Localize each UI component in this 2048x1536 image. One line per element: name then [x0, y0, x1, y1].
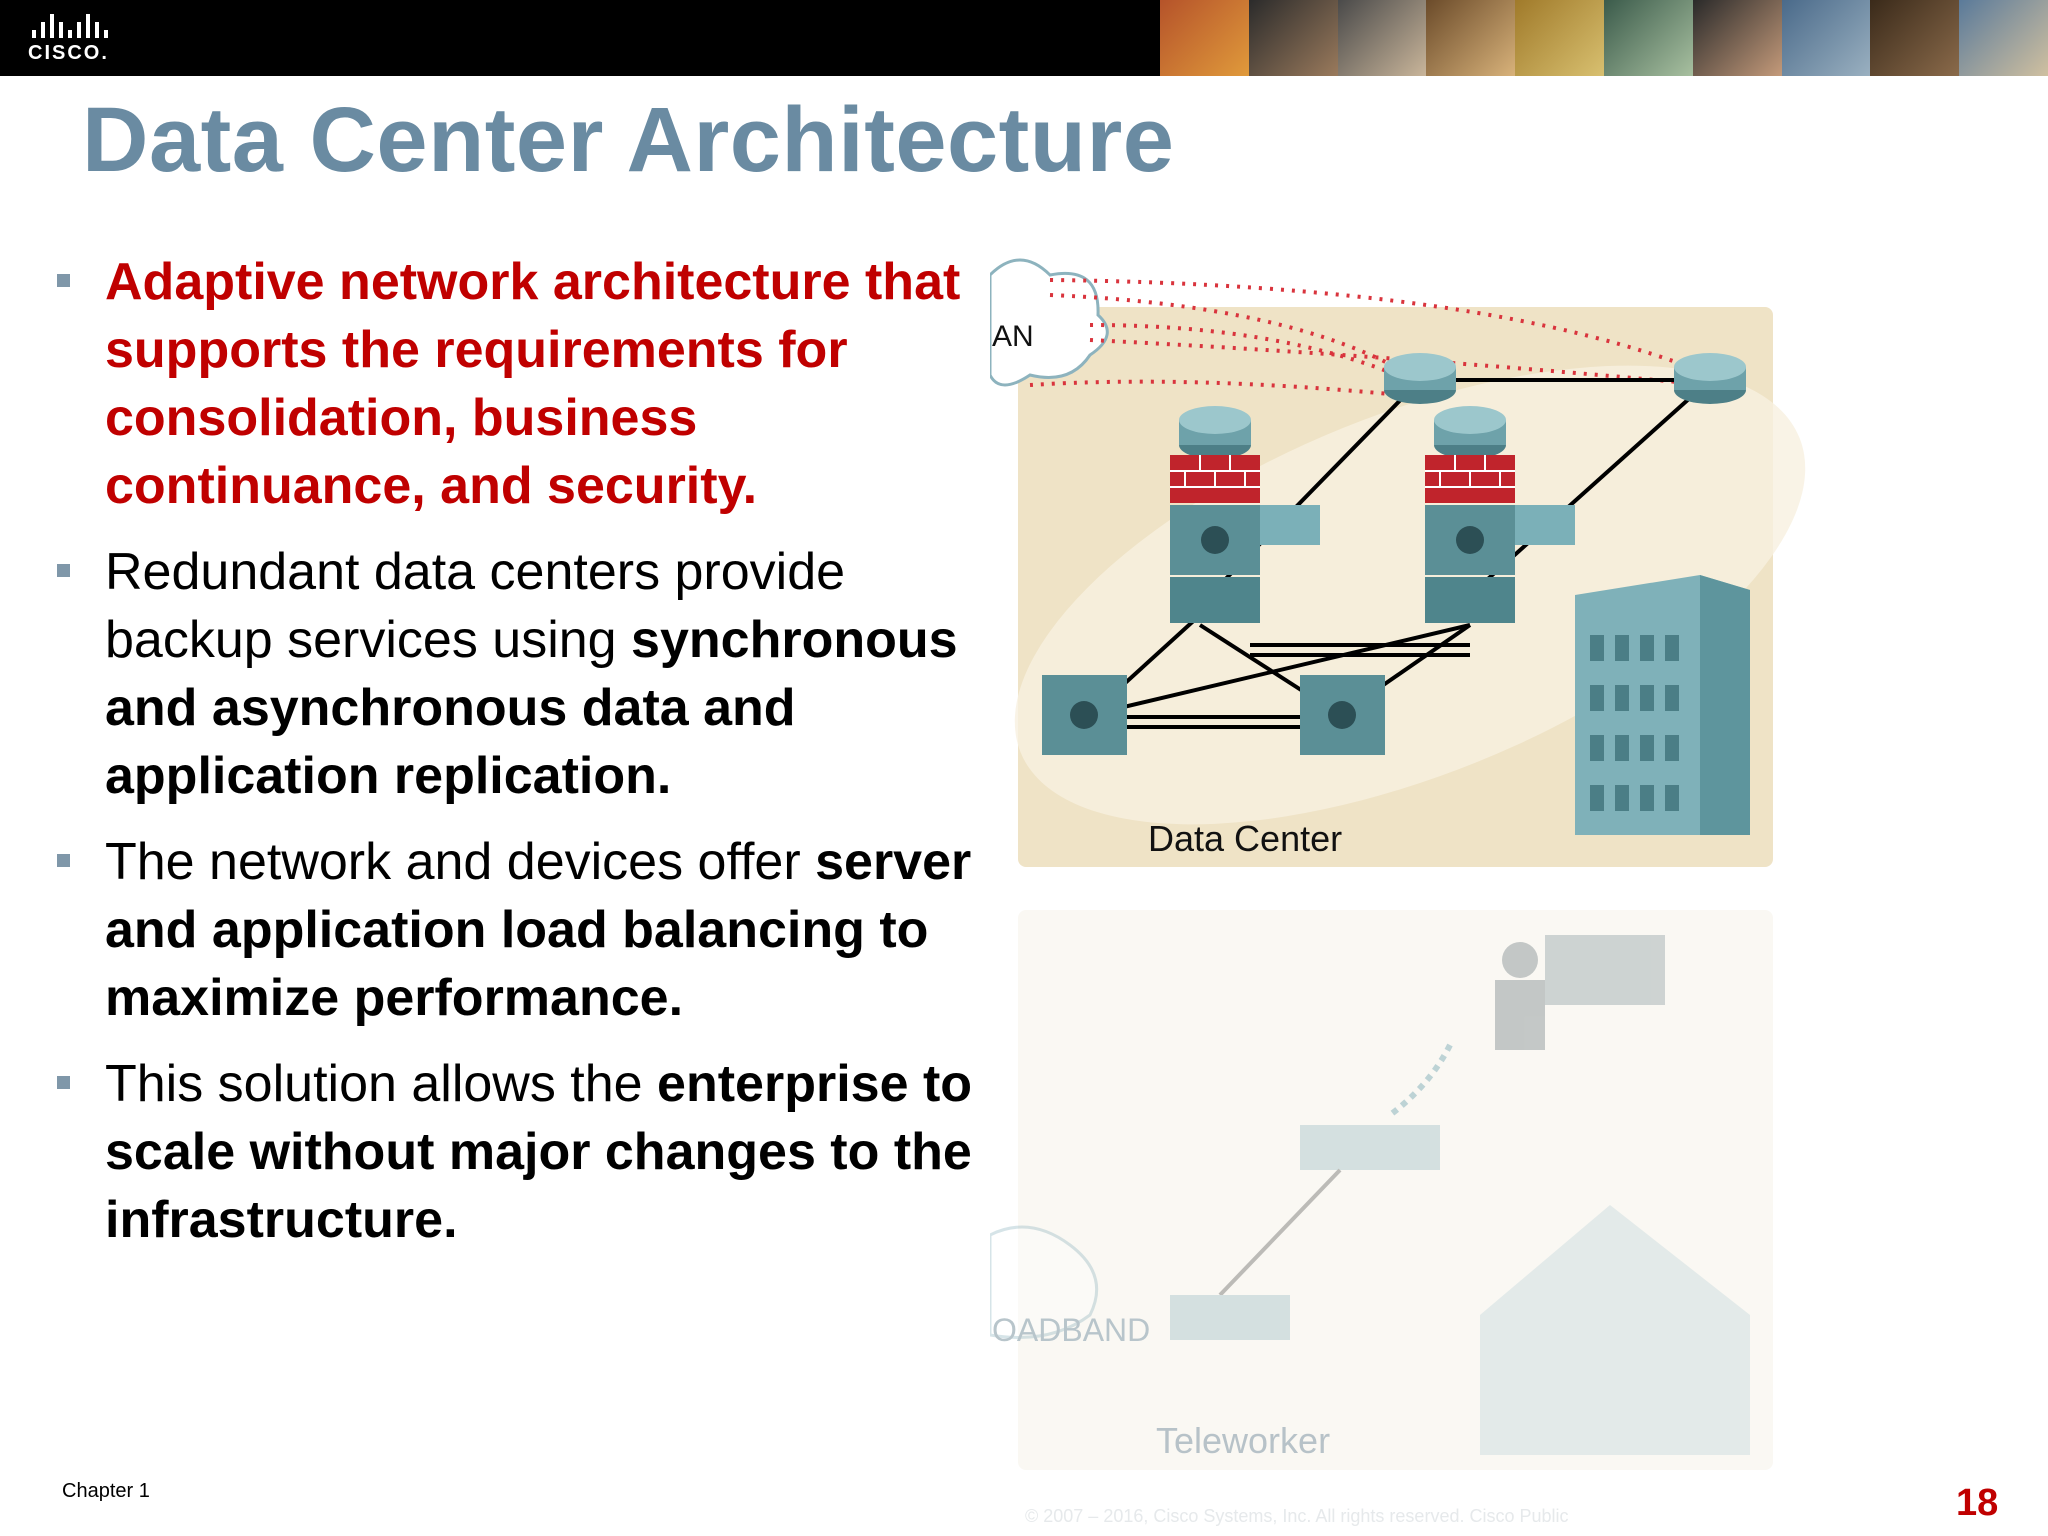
teleworker-panel — [1018, 910, 1773, 1470]
multilayer-switch-icon — [1425, 505, 1575, 575]
desk-icon — [1545, 935, 1665, 1005]
bullet-item: The network and devices offer server and… — [55, 828, 975, 1032]
bullet-square-icon — [57, 854, 70, 867]
page-number: 18 — [1956, 1482, 1999, 1524]
house-icon — [1480, 1205, 1750, 1455]
bullet-text: Redundant data centers provide backup se… — [105, 538, 975, 810]
bullet-text-regular: Redundant data centers provide backup se… — [105, 543, 846, 669]
teleworker-label: Teleworker — [1156, 1420, 1331, 1461]
data-center-highlight — [1014, 365, 1806, 825]
bullet-item: This solution allows the enterprise to s… — [55, 1050, 975, 1254]
multilayer-switch-icon — [1170, 505, 1320, 575]
router-icon — [1434, 406, 1506, 459]
bullet-text-bold: enterprise to scale without major change… — [105, 1055, 973, 1249]
modem-icon — [1170, 1295, 1290, 1340]
bullet-text-bold: Adaptive network architecture that suppo… — [105, 253, 961, 515]
bullet-text: This solution allows the enterprise to s… — [105, 1050, 975, 1254]
network-diagram — [990, 258, 1806, 1470]
chapter-label: Chapter 1 — [62, 1480, 150, 1502]
cisco-logo: CISCO. — [28, 14, 128, 64]
bullet-text: The network and devices offer server and… — [105, 828, 975, 1032]
building-icon — [1575, 575, 1750, 835]
broadband-cloud-icon — [990, 1225, 1099, 1339]
access-point-icon — [1300, 1125, 1440, 1170]
router-icon — [1179, 406, 1251, 459]
bullet-text: Adaptive network architecture that suppo… — [105, 248, 975, 520]
bullet-item: Redundant data centers provide backup se… — [55, 538, 975, 810]
multilayer-switch-icon — [1042, 675, 1127, 755]
wan-cloud-icon — [990, 258, 1109, 387]
copyright-text: © 2007 – 2016, Cisco Systems, Inc. All r… — [1025, 1506, 1569, 1526]
multilayer-switch-icon — [1300, 675, 1385, 755]
broadband-label: OADBAND — [992, 1312, 1151, 1348]
bullet-text-bold: server and application load balancing to… — [105, 833, 972, 1027]
data-center-label: Data Center — [1148, 818, 1343, 859]
router-icon — [1674, 353, 1746, 404]
header-photo-strip — [1160, 0, 2048, 76]
cisco-logo-icon — [32, 14, 128, 38]
switch-icon — [1170, 577, 1260, 623]
router-icon — [1384, 353, 1456, 404]
bullet-text-bold: synchronous and asynchronous data and ap… — [105, 611, 958, 805]
teleworker-scene — [990, 935, 1750, 1455]
wan-label: AN — [992, 320, 1034, 353]
bullet-text-regular: This solution allows the — [105, 1055, 658, 1113]
cisco-logo-text: CISCO. — [28, 42, 109, 64]
switch-icon — [1425, 577, 1515, 623]
bullet-square-icon — [57, 1076, 70, 1089]
firewall-icon — [1425, 455, 1515, 503]
bullet-list: Adaptive network architecture that suppo… — [55, 248, 975, 1272]
firewall-icon — [1170, 455, 1260, 503]
header-bar: CISCO. — [0, 0, 2048, 76]
person-icon — [1502, 942, 1538, 978]
bullet-square-icon — [57, 274, 70, 287]
page-title: Data Center Architecture — [82, 89, 1175, 191]
bullet-text-regular: The network and devices offer — [105, 833, 816, 891]
bullet-item: Adaptive network architecture that suppo… — [55, 248, 975, 520]
bullet-square-icon — [57, 564, 70, 577]
